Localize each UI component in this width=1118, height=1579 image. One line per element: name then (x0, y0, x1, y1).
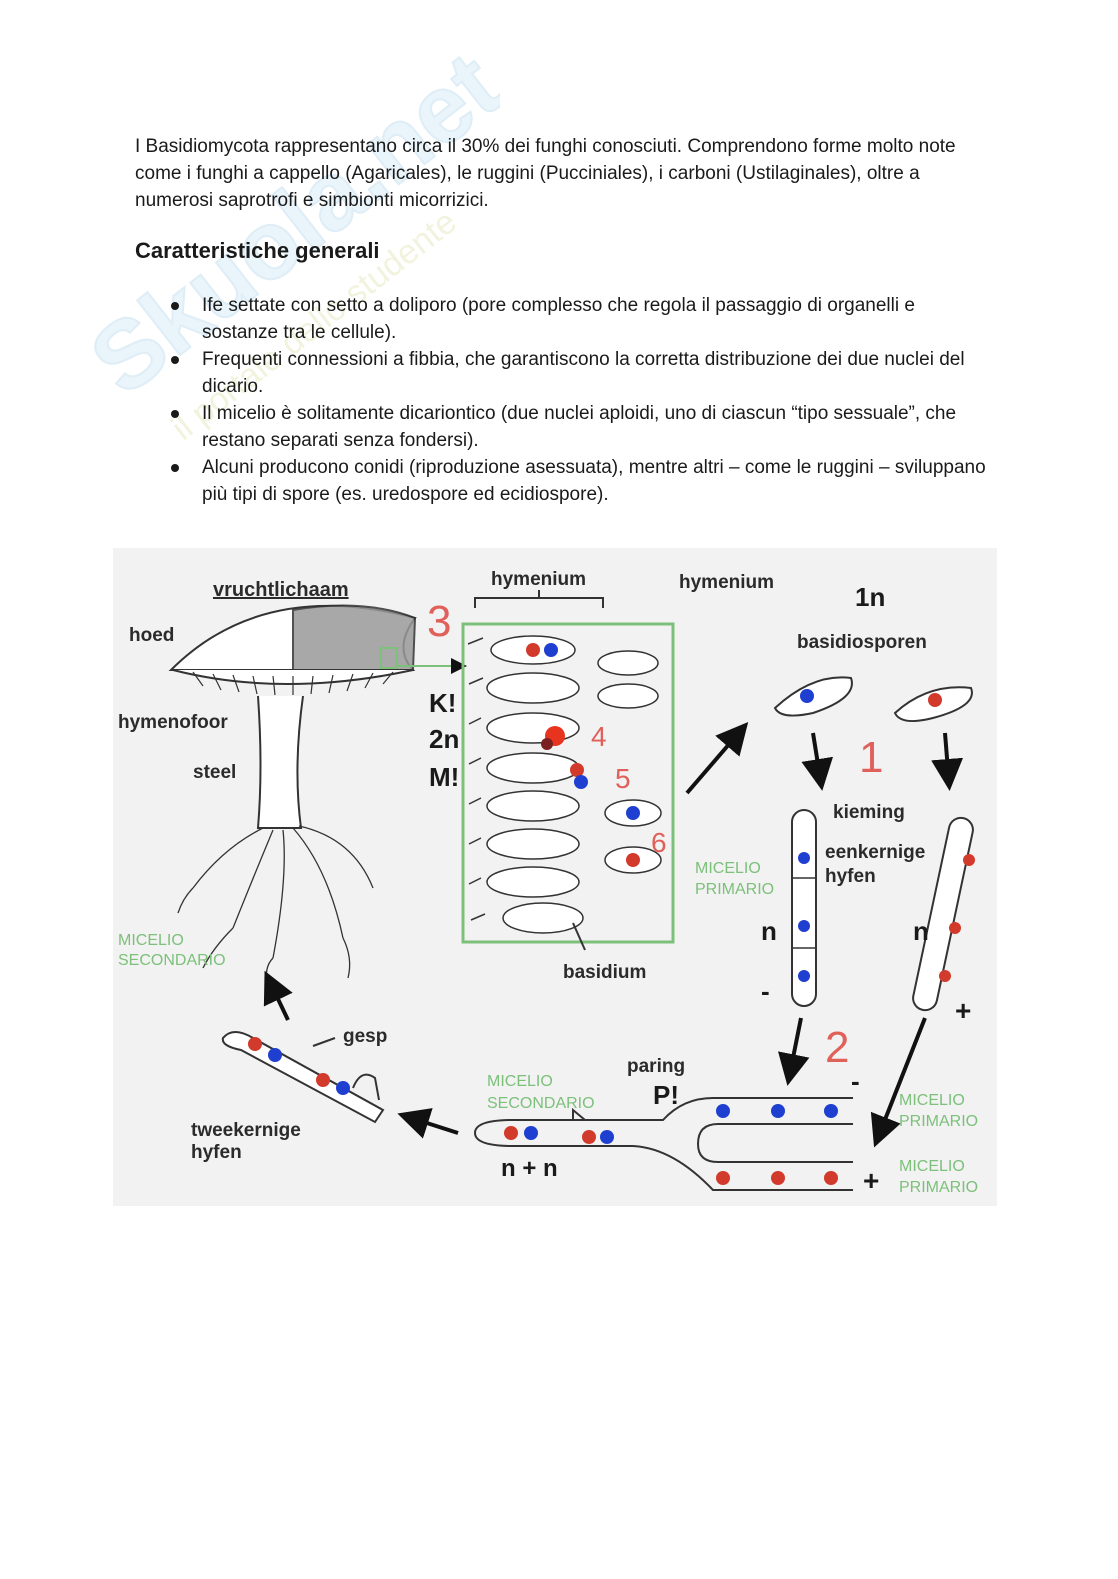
label-n-right: n (913, 916, 929, 946)
bullet-icon (171, 410, 179, 418)
step-number-5: 5 (615, 763, 631, 794)
basidia-cells (467, 635, 662, 934)
nucleus-red (526, 643, 540, 657)
label-hymenofoor: hymenofoor (118, 712, 228, 733)
label-k: K! (429, 688, 456, 718)
list-item-text: Ife settate con setto a doliporo (pore c… (202, 295, 915, 343)
bullet-icon (171, 464, 179, 472)
intro-paragraph: I Basidiomycota rappresentano circa il 3… (135, 136, 956, 211)
label-m: M! (429, 762, 459, 792)
label-micelio-primario-right2-2: PRIMARIO (899, 1179, 978, 1196)
label-basidium: basidium (563, 962, 646, 983)
label-micelio-secondario-left-2: SECONDARIO (118, 952, 226, 969)
section-heading: Caratteristiche generali (135, 238, 380, 263)
label-tweekernige: tweekernige (191, 1120, 301, 1141)
label-vruchtlichaam: vruchtlichaam (213, 579, 349, 601)
label-micelio-secondario-bottom-2: SECONDARIO (487, 1095, 595, 1112)
label-hyfen-1: hyfen (825, 866, 876, 887)
label-kieming: kieming (833, 802, 905, 823)
bullet-icon (171, 302, 179, 310)
label-n-left: n (761, 916, 777, 946)
hymenium-frame (461, 622, 675, 944)
label-hymenium-top: hymenium (491, 569, 586, 590)
bullet-icon (171, 356, 179, 364)
label-plus-right: + (955, 995, 971, 1026)
label-p: P! (653, 1080, 679, 1110)
label-hoed: hoed (129, 625, 174, 646)
list-item: Frequenti connessioni a fibbia, che gara… (135, 346, 995, 400)
primary-hypha-plus (912, 816, 974, 1012)
label-hymenium-right: hymenium (679, 572, 774, 593)
step-number-6: 6 (651, 827, 667, 858)
label-micelio-primario-right-1: MICELIO (899, 1092, 965, 1109)
label-micelio-primario-mid-2: PRIMARIO (695, 881, 774, 898)
dikaryotic-hypha (221, 1031, 385, 1124)
step-number-1: 1 (859, 733, 883, 782)
label-micelio-secondario-bottom-1: MICELIO (487, 1073, 553, 1090)
label-minus-left: - (761, 976, 770, 1006)
label-eenkernige: eenkernige (825, 842, 925, 863)
list-item: Alcuni producono conidi (riproduzione as… (135, 454, 995, 508)
label-micelio-secondario-left-1: MICELIO (118, 932, 184, 949)
label-micelio-primario-right2-1: MICELIO (899, 1158, 965, 1175)
characteristics-list: Ife settate con setto a doliporo (pore c… (135, 292, 995, 508)
label-plus-mating: + (863, 1165, 879, 1196)
label-micelio-primario-right-2: PRIMARIO (899, 1113, 978, 1130)
step-number-4: 4 (591, 721, 607, 752)
label-1n: 1n (855, 582, 885, 612)
label-n-plus-n: n + n (501, 1155, 558, 1182)
step-number-3: 3 (427, 597, 451, 646)
label-steel: steel (193, 762, 236, 783)
list-item: Ife settate con setto a doliporo (pore c… (135, 292, 995, 346)
label-basidiosporen: basidiosporen (797, 632, 927, 653)
label-hyfen-2: hyfen (191, 1142, 242, 1163)
primary-hypha-minus (791, 809, 817, 1007)
mating-hyphae (473, 1097, 853, 1191)
list-item: Il micelio è solitamente dicariontico (d… (135, 400, 995, 454)
label-paring: paring (627, 1056, 685, 1077)
mushroom-illustration (168, 604, 417, 989)
step-number-2: 2 (825, 1023, 849, 1072)
label-minus-mating: - (851, 1066, 860, 1096)
list-item-text: Il micelio è solitamente dicariontico (d… (202, 403, 957, 451)
label-2n: 2n (429, 724, 459, 754)
nucleus-blue (544, 643, 558, 657)
label-micelio-primario-mid-1: MICELIO (695, 860, 761, 877)
label-gesp: gesp (343, 1026, 387, 1047)
basidiomycota-life-cycle-diagram: vruchtlichaam hoed hymenofoor steel MICE… (113, 548, 997, 1206)
list-item-text: Alcuni producono conidi (riproduzione as… (202, 457, 986, 505)
list-item-text: Frequenti connessioni a fibbia, che gara… (202, 349, 965, 397)
